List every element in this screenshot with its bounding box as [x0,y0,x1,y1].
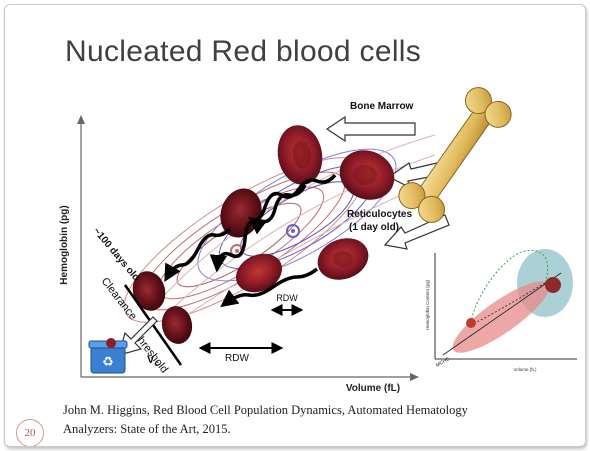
x-axis-label: Volume (fL) [346,383,400,394]
blue-centroid-dot [291,229,295,233]
rdw-large: RDW [198,342,284,364]
inset-large-cell [545,277,561,293]
citation-text: John M. Higgins, Red Blood Cell Populati… [63,403,468,436]
aging-arrow-2 [209,184,307,273]
bone-marrow-arrows [325,115,450,250]
contour-lines [123,134,436,324]
aging-arrow-3 [164,227,232,283]
rbc-mid-right-dimple [333,251,353,267]
bone-icon [398,87,512,223]
rbc-reticulocyte-dimple [353,165,377,185]
reticulocytes-label: Reticulocytes [347,209,412,220]
blue-centroid-marker [286,224,300,238]
y-axis-label: Hemoglobin (pg) [59,205,70,284]
aging-arrows [164,173,337,308]
x-axis-arrowhead [410,373,419,381]
reticulocytes-sublabel: (1 day old) [349,222,399,233]
bone-marrow-label: Bone Marrow [350,101,414,112]
bone-shaft [417,106,493,204]
slide-title: Nucleated Red blood cells [65,35,422,68]
page-number-badge: 20 [16,419,44,446]
contour-blue-outer [197,148,397,282]
old-cells-label: ~100 days old [91,226,142,284]
bone-knob-br [484,100,512,128]
inset-path-green [470,250,548,324]
red-blood-cells [132,125,395,344]
y-axis-arrowhead [77,115,85,124]
inset-path-dark [470,282,546,326]
inset-diagonal [442,272,562,356]
bone-knob-bl [418,195,446,223]
inset-diagonal-label: MCHC [435,356,451,369]
inset-y-axis-label: Hemoglobin Content (pg) [425,279,430,330]
main-axes [77,115,419,381]
bone-arrow-low [383,214,450,250]
bin-cell [106,338,116,348]
red-centroid-dot [235,249,239,253]
inset-small-cell [466,318,476,328]
vc-letter: V [147,354,155,366]
rbc-old-upper [132,271,166,311]
rdw-large-label: RDW [225,353,249,364]
aging-arrow-4 [220,267,319,308]
vc-subscript: c [154,359,159,368]
bone-arrow-top [325,115,416,143]
rbc-top-dimple [292,141,312,169]
inset-x-axis-label: Volume (fL) [513,367,537,372]
recycle-bin-icon: ♻ [88,338,128,374]
rbc-mid-center [235,253,283,293]
inset-red-cloud [452,281,550,353]
slide-frame: Nucleated Red blood cells [4,4,586,447]
rbc-population-diagram: Hemoglobin (pg) Volume (fL) [59,87,577,394]
vc-label: Vc [147,354,159,368]
rdw-small: RDW [270,293,304,316]
clearance-arrow [118,316,158,356]
rdw-small-label: RDW [276,293,298,303]
bin-recycle-glyph: ♻ [102,354,114,369]
inset-chart: Hemoglobin Content (pg) Volume (fL) MCHC [425,249,577,372]
rbc-old-lower [161,306,193,344]
